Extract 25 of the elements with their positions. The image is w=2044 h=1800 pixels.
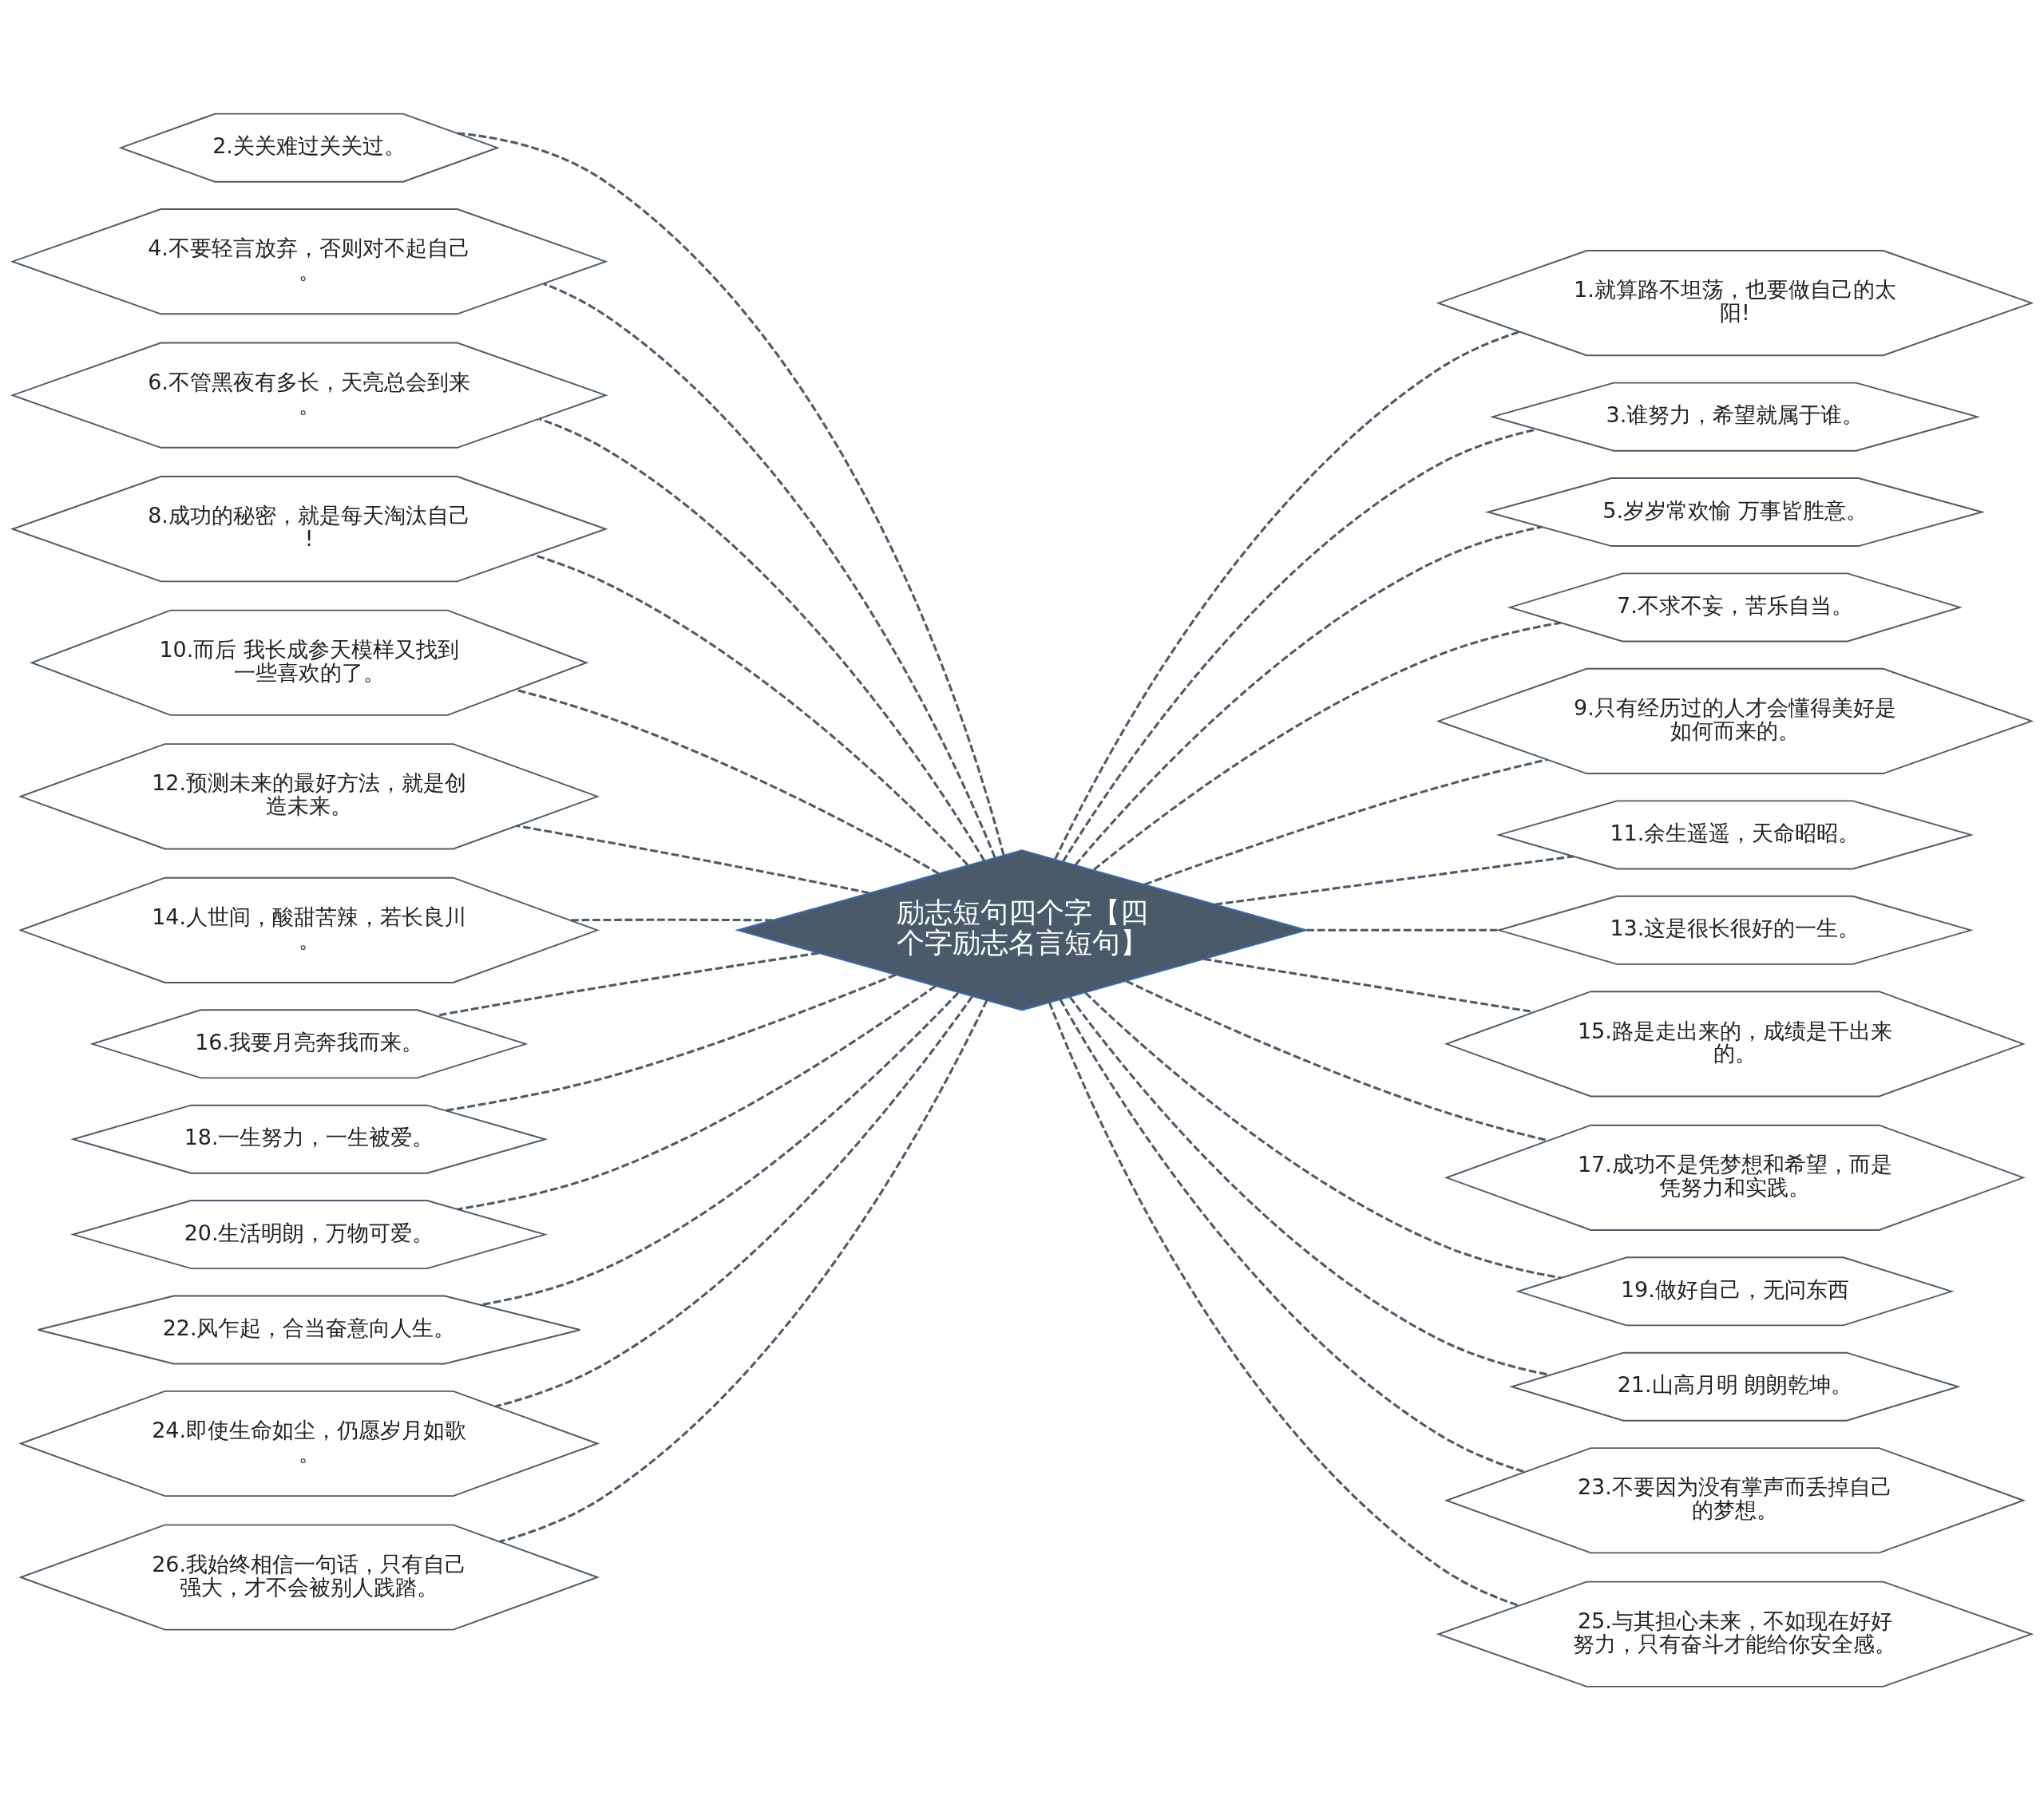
connector [435, 951, 819, 1017]
connector [1214, 854, 1574, 906]
connector [1143, 758, 1547, 886]
connector [1068, 995, 1551, 1376]
connector [1059, 999, 1526, 1473]
connector [532, 553, 969, 866]
connector [1074, 525, 1542, 866]
connector [517, 824, 869, 894]
connector [457, 984, 937, 1210]
connector [1062, 427, 1538, 862]
node-diamond: 励志短句四个字【四个字励志名言短句】 [735, 849, 1309, 1011]
connector [446, 973, 897, 1112]
connector [1048, 1001, 1519, 1607]
connector [543, 282, 996, 858]
connector [1084, 991, 1562, 1279]
connector [481, 991, 960, 1306]
connector [495, 995, 973, 1407]
connector [1054, 330, 1520, 860]
connector [1093, 621, 1561, 871]
connector [1203, 957, 1535, 1013]
connector [569, 918, 773, 921]
connector [457, 131, 1005, 856]
connector [1306, 928, 1499, 932]
connector [499, 999, 988, 1543]
connector [539, 417, 986, 861]
